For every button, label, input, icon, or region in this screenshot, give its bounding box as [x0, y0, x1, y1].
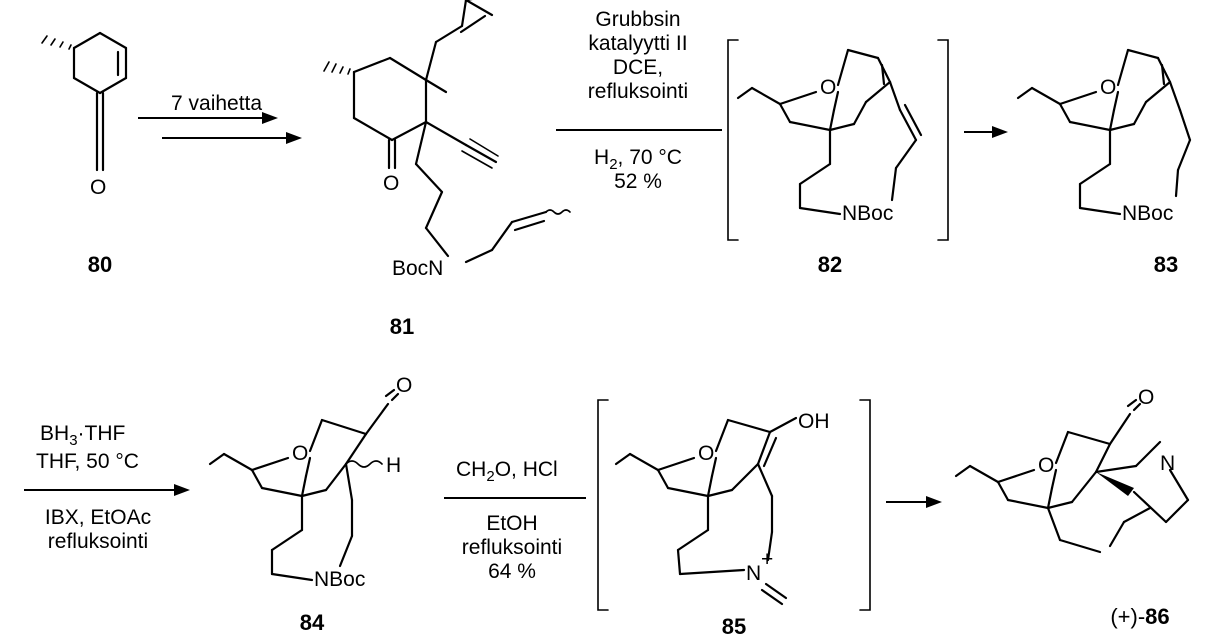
- compound-80-structure: O: [41, 31, 128, 199]
- arrow-step-1: [138, 112, 302, 144]
- compound-86-structure: O O N: [954, 386, 1190, 554]
- step-2-reagent-line-1: Grubbsin: [595, 8, 680, 31]
- compound-83-structure: O NBoc: [1016, 48, 1192, 225]
- atom-plus-85: +: [761, 548, 773, 571]
- atom-o-84-ketone: O: [396, 374, 412, 397]
- step-5-reagent-line-1: CH2O, HCl: [456, 458, 558, 485]
- atom-oh-85: OH: [798, 410, 830, 433]
- atom-o-86-ketone: O: [1138, 386, 1154, 409]
- atom-o-83: O: [1100, 76, 1116, 99]
- compound-85-structure: O OH N +: [614, 410, 830, 606]
- compound-label-80: 80: [88, 252, 112, 277]
- step-2-reagent-line-2: katalyytti II: [588, 32, 687, 55]
- compound-label-85: 85: [722, 614, 746, 637]
- arrow-step-6: [886, 496, 942, 508]
- atom-n-86: N: [1160, 452, 1175, 475]
- atom-o-82: O: [820, 76, 836, 99]
- bracket-82: [727, 39, 949, 241]
- compound-label-81: 81: [390, 314, 414, 339]
- arrow-step-4: [24, 484, 190, 496]
- compound-81-structure: O BocN: [323, 0, 571, 280]
- step-2-reagent-line-3: DCE,: [613, 56, 663, 79]
- atom-h-84: H: [386, 454, 401, 477]
- atom-nboc-84: NBoc: [314, 568, 365, 591]
- step-1-reagent: 7 vaihetta: [171, 92, 262, 115]
- atom-o-81: O: [383, 172, 399, 195]
- atom-o-84-ring: O: [292, 442, 308, 465]
- step-2-yield: 52 %: [614, 170, 662, 193]
- atom-nboc-82: NBoc: [842, 202, 893, 225]
- atom-o-80: O: [90, 176, 106, 199]
- atom-bocn-81: BocN: [392, 257, 443, 280]
- compound-label-86: (+)-86: [1110, 604, 1169, 629]
- step-5-reagent-line-2: EtOH: [486, 512, 537, 535]
- step-5-reagent-line-3: refluksointi: [462, 536, 562, 559]
- compound-label-83: 83: [1154, 252, 1178, 277]
- atom-o-86-ring: O: [1038, 454, 1054, 477]
- compound-label-82: 82: [818, 252, 842, 277]
- atom-o-85: O: [698, 442, 714, 465]
- bracket-85: [597, 399, 871, 611]
- step-2-reagent-line-4: refluksointi: [588, 80, 688, 103]
- step-4-reagent-line-2: THF, 50 °C: [36, 450, 139, 473]
- compound-82-structure: O NBoc: [736, 48, 923, 225]
- atom-n-85: N: [746, 562, 761, 585]
- step-4-reagent-line-3: IBX, EtOAc: [45, 506, 151, 529]
- step-5-reagent-line-4: 64 %: [488, 560, 536, 583]
- step-4-reagent-line-1: BH3·THF: [40, 422, 125, 449]
- compound-label-84: 84: [300, 610, 325, 635]
- atom-nboc-83: NBoc: [1122, 202, 1173, 225]
- step-2-conditions: H2, 70 °C: [594, 146, 682, 173]
- compound-84-structure: O O H NBoc: [208, 374, 412, 591]
- step-4-reagent-line-4: refluksointi: [48, 530, 148, 553]
- arrow-step-3: [964, 126, 1008, 138]
